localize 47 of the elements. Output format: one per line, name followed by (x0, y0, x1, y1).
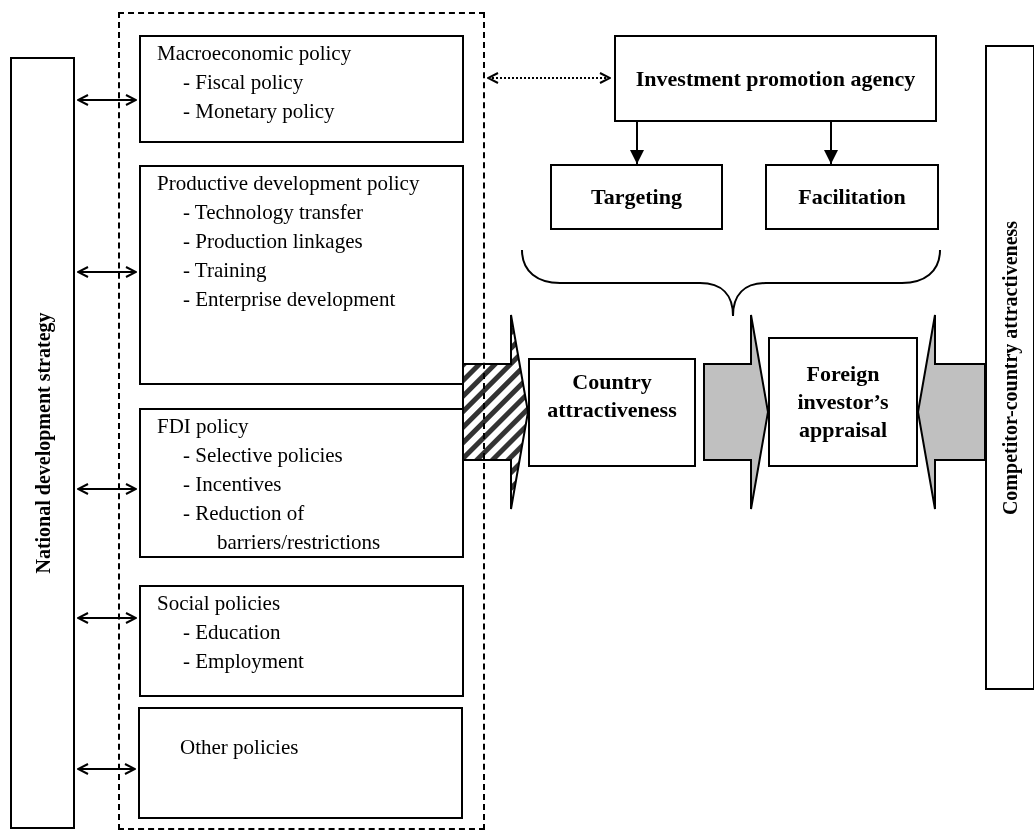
targeting-box (550, 164, 723, 230)
policy-item: - Training (182, 257, 268, 284)
policy-item: - Employment (182, 648, 305, 675)
arrow (630, 121, 644, 165)
box-label: Country attractiveness (546, 368, 678, 424)
block-arrow (917, 314, 986, 510)
policy-item: - Monetary policy (182, 98, 336, 125)
arrow (77, 266, 137, 278)
dotted-arrow (487, 72, 611, 84)
box-label: Targeting (591, 183, 682, 211)
policy-item: - Reduction of barriers/restrictions (182, 500, 382, 556)
competitor-bar (985, 45, 1034, 690)
appraisal-box (768, 337, 918, 467)
box-label: Facilitation (798, 183, 906, 211)
policy-item: - Enterprise development (182, 286, 397, 313)
policy-box (139, 165, 464, 385)
arrow (77, 763, 136, 775)
arrow (77, 483, 137, 495)
policy-item: - Education (182, 619, 282, 646)
facilitation-box (765, 164, 939, 230)
policy-box (138, 707, 463, 819)
arrow (77, 94, 137, 106)
dashed-group-box (118, 12, 485, 830)
strategy-bar (10, 57, 75, 829)
attractiveness-box (528, 358, 696, 467)
block-arrow (462, 314, 529, 510)
policy-item: - Incentives (182, 471, 283, 498)
box-label: Foreign investor’s appraisal (796, 360, 890, 444)
bar-label: Competitor-country attractiveness (998, 220, 1022, 515)
policy-item: - Selective policies (182, 442, 344, 469)
arrow (824, 121, 838, 165)
block-arrow (703, 314, 769, 510)
agency-box (614, 35, 937, 122)
policy-item: - Technology transfer (182, 199, 365, 226)
bar-label: National development strategy (31, 312, 54, 574)
policy-heading: FDI policy (157, 413, 250, 440)
policy-box (139, 408, 464, 558)
policy-item: - Production linkages (182, 228, 364, 255)
policy-box (139, 35, 464, 143)
policy-item: - Fiscal policy (182, 69, 305, 96)
policy-heading: Social policies (157, 590, 282, 617)
policy-heading: Macroeconomic policy (157, 40, 353, 67)
policy-heading: Productive development policy (157, 170, 421, 197)
arrow (77, 612, 137, 624)
policy-heading: Other policies (180, 734, 300, 761)
box-label: Investment promotion agency (635, 64, 916, 93)
policy-box (139, 585, 464, 697)
